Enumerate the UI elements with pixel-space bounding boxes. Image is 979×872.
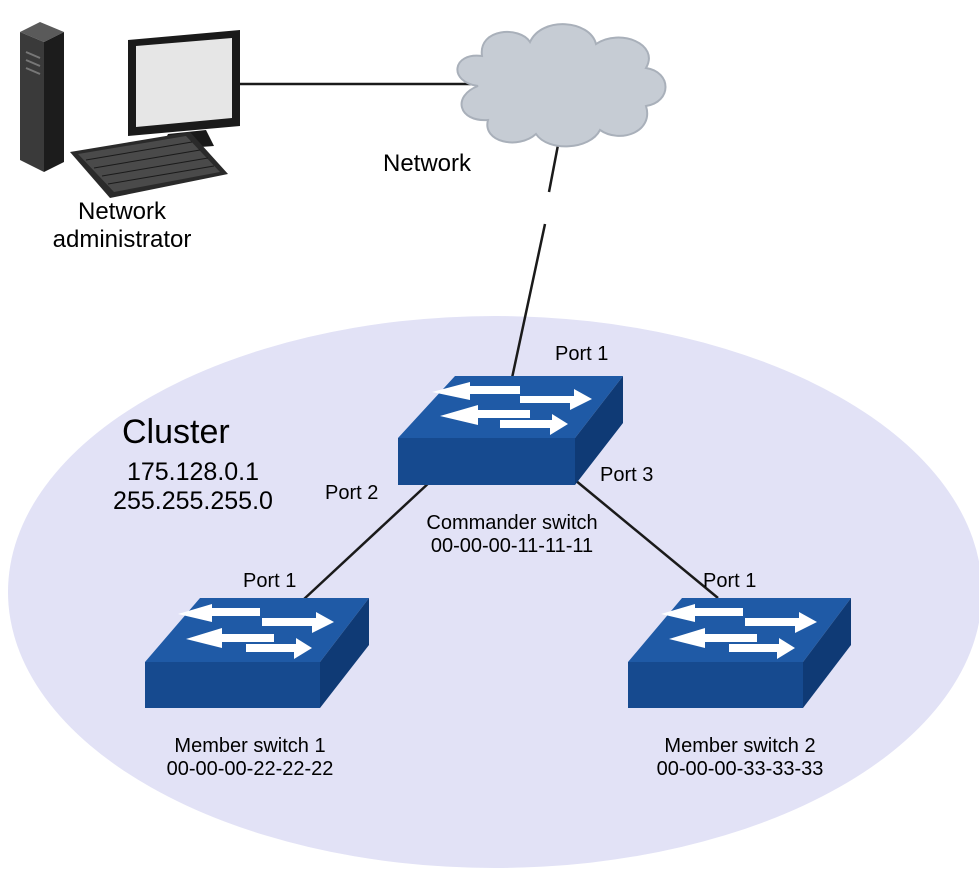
connection-lines [236, 82, 719, 601]
member-switch-2-icon [628, 598, 851, 708]
cloud-icon [456, 23, 667, 148]
admin-label-line1: Network [77, 198, 167, 225]
network-label: Network [383, 150, 472, 177]
cluster-mask: 255.255.255.0 [113, 486, 273, 515]
admin-label: Network administrator [22, 198, 222, 253]
cluster-title: Cluster [122, 413, 230, 451]
commander-switch-mac: 00-00-00-11-11-11 [430, 535, 594, 557]
commander-switch-name: Commander switch [426, 512, 598, 534]
cluster-addressing: 175.128.0.1 255.255.255.0 [88, 458, 298, 516]
uplink-gap [520, 193, 665, 223]
cluster-ip: 175.128.0.1 [126, 458, 260, 486]
commander-switch-label: Commander switch 00-00-00-11-11-11 [390, 512, 634, 558]
member1-port-1: Port 1 [243, 570, 297, 592]
member-switch-2-label: Member switch 2 00-00-00-33-33-33 [618, 735, 862, 781]
member-switch-2-name: Member switch 2 [664, 735, 816, 757]
network-to-commander-link-lower [510, 223, 547, 379]
member-switch-1-mac: 00-00-00-22-22-22 [166, 758, 334, 780]
member-switch-2-mac: 00-00-00-33-33-33 [656, 758, 824, 780]
commander-port-2: Port 2 [325, 482, 379, 504]
member-switch-1-name: Member switch 1 [174, 735, 326, 757]
commander-to-member2-link [574, 479, 719, 599]
member-switch-1-label: Member switch 1 00-00-00-22-22-22 [128, 735, 372, 781]
cluster-area [8, 316, 979, 868]
admin-label-line2: administrator [52, 225, 192, 253]
commander-port-1: Port 1 [555, 343, 609, 365]
commander-port-3: Port 3 [600, 464, 654, 486]
commander-switch-icon [398, 376, 623, 485]
commander-to-member1-link [302, 479, 433, 601]
member-switch-1-icon [145, 598, 369, 708]
member2-port-1: Port 1 [703, 570, 757, 592]
computer-icon [20, 22, 240, 198]
network-to-commander-link [547, 144, 560, 193]
